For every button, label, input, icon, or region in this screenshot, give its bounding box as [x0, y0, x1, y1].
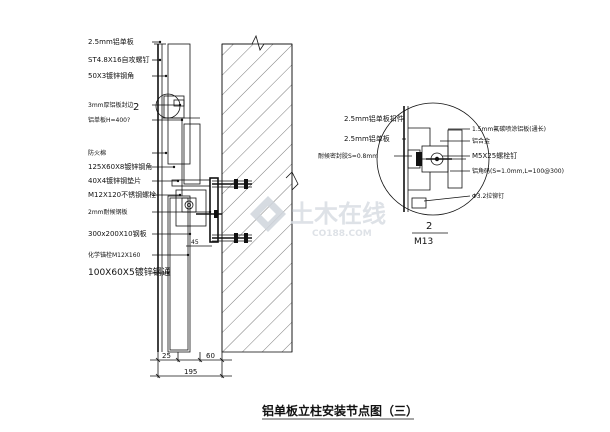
- main-section: 2 45: [133, 34, 299, 379]
- left-label-9: 2mm耐候钢板: [88, 208, 128, 216]
- left-label-1: ST4.8X16自攻螺钉: [88, 55, 150, 64]
- left-leader-dot-8: [178, 193, 182, 197]
- dim-bracket: 45: [191, 239, 199, 246]
- left-label-8: M12X120不锈钢螺栓: [88, 190, 156, 199]
- left-label-4: 铝单板H=400?: [88, 116, 130, 124]
- dim-60: 60: [206, 352, 215, 360]
- right-label-2: 耐候密封胶S=0.8mm: [318, 152, 378, 160]
- right-label-0: 2.5mm铝单板扣件: [344, 114, 404, 123]
- detail-circle: [376, 102, 490, 216]
- left-leader-dot-4: [180, 118, 184, 122]
- left-label-11: 化学锚栓M12X160: [88, 251, 141, 259]
- detail-view: 2 M13: [376, 102, 490, 247]
- left-label-5: 防火棉: [88, 149, 106, 157]
- right-label-4: 铝合金: [472, 137, 490, 145]
- steel-tube-column: [167, 195, 191, 353]
- detail-number: 2: [426, 221, 432, 232]
- left-leader-dot-10: [188, 232, 192, 236]
- left-leader-dot-7: [176, 179, 180, 183]
- left-leader-dot-12: [166, 271, 170, 275]
- left-leader-dot-1: [158, 58, 162, 62]
- left-callouts: 2.5mm铝单板 ST4.8X16自攻螺钉 50X3镀锌钢角 3mm厚铝板封边铝单板H…: [88, 37, 212, 278]
- right-label-1: 2.5mm铝单板: [344, 134, 390, 143]
- left-leader-dot-9: [208, 210, 212, 214]
- detail-sheet: M13: [414, 237, 433, 247]
- left-label-6: 125X60X8镀锌钢角: [88, 162, 152, 171]
- left-leader-dot-3: [178, 103, 182, 107]
- left-leader-dot-6: [172, 165, 176, 169]
- left-leader-dot-0: [158, 40, 162, 44]
- right-label-5: M5X25螺栓钉: [472, 151, 517, 160]
- right-label-3: 1.5mm氟碳喷涂铝板(通长): [472, 125, 546, 133]
- watermark-sub: CO188.COM: [312, 229, 372, 239]
- dim-25: 25: [162, 352, 171, 360]
- left-leader-dot-11: [186, 253, 190, 257]
- joint-detail: [163, 95, 185, 119]
- watermark-text: 土木在线: [290, 200, 386, 228]
- left-label-10: 300x200X10钢板: [88, 229, 147, 238]
- watermark: 土木在线 CO188.COM: [250, 196, 386, 239]
- dim-195: 195: [184, 368, 197, 376]
- right-label-7: Φ3.2拉铆钉: [472, 192, 504, 200]
- concrete-wall: [221, 43, 293, 353]
- right-label-6: 铝角码(S=1.0mm,L=100@300): [472, 167, 564, 175]
- left-leader-dot-5: [164, 151, 168, 155]
- left-label-12: 100X60X5镀锌钢通: [88, 266, 171, 278]
- left-label-0: 2.5mm铝单板: [88, 37, 134, 46]
- left-label-7: 40X4镀锌钢垫片: [88, 176, 141, 185]
- right-leader-7: [423, 195, 471, 202]
- watermark-logo-icon: [250, 196, 286, 232]
- left-label-3: 3mm厚铝板封边: [88, 101, 134, 109]
- left-leader-dot-2: [164, 74, 168, 78]
- drawing-title: 铝单板立柱安装节点图（三）: [262, 403, 418, 418]
- detail-callout-label: 2: [133, 102, 139, 113]
- left-label-2: 50X3镀锌钢角: [88, 71, 134, 80]
